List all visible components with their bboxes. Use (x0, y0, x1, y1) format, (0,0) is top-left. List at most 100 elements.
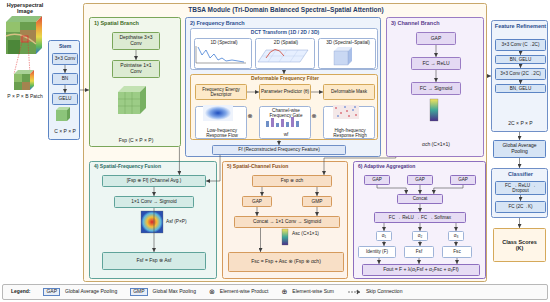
op-box: GAP (407, 175, 433, 185)
op-box: GAP (242, 196, 272, 207)
hyperspectral-cube (36, 16, 42, 54)
filter-step: Parameter Predictor (θ) (259, 84, 311, 100)
label-text: FC → ReLU → Dropout (497, 183, 544, 193)
text-slot: DCT Transform (1D / 2D / 3D) (191, 30, 379, 36)
connector (247, 92, 259, 93)
spatial-attention-map (141, 211, 163, 233)
text-slot: Deformable Frequency Filter (191, 76, 379, 82)
connector (206, 155, 220, 181)
label-text: ⊗ (209, 288, 215, 296)
layer-box: 3×3 Conv (2C→2C) (495, 68, 546, 80)
free-label: Hyperspectral Image (2, 2, 48, 14)
label-text: α₃ (454, 233, 459, 238)
label-text: BN, GELU (510, 86, 531, 91)
skip-arrow-sample (348, 290, 360, 294)
label-text: 3×3 Conv (C→2C) (502, 42, 540, 47)
connector (456, 223, 457, 231)
connector (65, 85, 66, 93)
frequency-gate-bars (266, 117, 299, 127)
label-text: [Fsp ⊕ Ff] (Channel Avg.) (127, 178, 182, 183)
label-text: 3D (Spectral–Spatial) (319, 40, 377, 45)
text-slot: wf (260, 132, 312, 137)
text-slot: Feature Refinement (492, 23, 549, 29)
label-text: FC → Sigmoid (420, 86, 453, 92)
label-text: GELU (58, 96, 71, 101)
text-slot: Stem (49, 44, 81, 50)
text-slot: C × P × P (49, 129, 81, 135)
stem-block: StemC × P × P3×3 ConvBNGELU (48, 40, 80, 140)
filter-step: Frequency Energy Descriptor (195, 84, 247, 100)
high-frequency-map (348, 115, 350, 117)
connector (520, 80, 521, 84)
text-slot: 3) Channel Branch (391, 20, 481, 26)
layer-box: BN, GELU (495, 55, 546, 64)
text-slot: High-frequency Response Fhigh (325, 128, 375, 138)
layer-box: FC → ReLU → Dropout (495, 181, 546, 195)
label-text: α₁ (382, 233, 386, 238)
patch-cube (30, 70, 34, 90)
spatial-feature-cube (118, 92, 140, 114)
label-text: ⊕ (281, 288, 287, 296)
low-frequency-map (205, 106, 231, 120)
label-text: Stem (49, 44, 81, 50)
channel-attention-vector (282, 229, 288, 245)
label-text: FC (2C→K) (509, 204, 533, 209)
label-text: TBSA Module (Tri-Domain Balanced Spectra… (84, 6, 488, 13)
label-text: GAP (415, 177, 425, 182)
connector (457, 258, 458, 264)
connector (279, 140, 280, 145)
label-text: 3×3 Conv (2C→2C) (500, 71, 540, 76)
frequency-gate-bars (281, 119, 284, 127)
hyperspectral-cube (6, 16, 42, 74)
text-slot: 1) Spatial Branch (94, 20, 178, 26)
label-text: Channel-wise Frequency Gate (261, 108, 311, 118)
conv-box: Pointwise 1×1 Conv (112, 60, 160, 78)
op-box: Fsp ⊗ αch (252, 175, 332, 187)
high-frequency-map (340, 112, 342, 114)
connector (284, 70, 285, 74)
op-box: Concat (397, 194, 443, 204)
label-text: C × P × P (49, 129, 81, 135)
label-text: αch (C×1×1) (387, 142, 485, 148)
label-text: High-frequency Response Fhigh (325, 128, 375, 138)
feature-box: Fsf (404, 246, 434, 258)
free-label: ⊗ (246, 113, 254, 120)
connector (317, 207, 318, 216)
pool-box: Global Average Pooling (493, 140, 546, 158)
branch-panel: 2) Frequency BranchDCT Transform (1D / 2… (185, 17, 381, 157)
connector (136, 50, 137, 60)
feature-box: Identity (F) (358, 246, 396, 258)
connector (257, 207, 258, 216)
label-text: 1×1 Conv → Sigmoid (131, 199, 176, 204)
connector (436, 70, 437, 82)
connector (419, 258, 420, 264)
label-text: ⊗ (310, 113, 318, 120)
label-text: Fout = F + λ(α₁Fsf + α₂Fsc + α₃Ff) (383, 267, 458, 273)
high-frequency-map (335, 107, 337, 109)
frequency-gate-bars (276, 123, 279, 127)
label-text: 1D (Spectral) (195, 40, 253, 45)
label-text: α₂ (418, 233, 423, 238)
text-slot: 2D (Spatial) (256, 40, 316, 45)
formula-box: Fout = F + λ(α₁Fsf + α₂Fsc + α₃Ff) (362, 264, 480, 276)
label-text: FC → ReLU (422, 61, 449, 67)
hyperspectral-cube (6, 16, 42, 22)
text-slot: 6) Adaptive Aggregation (358, 164, 483, 170)
connector (420, 185, 421, 194)
label-text: Concat → 1×1 Conv → Sigmoid (253, 219, 321, 224)
label-text: GAP (458, 177, 468, 182)
hyperspectral-cube (14, 42, 22, 74)
label-text: Legend: (11, 289, 30, 295)
label-text: 2) Frequency Branch (190, 20, 378, 26)
connector (420, 223, 421, 231)
aggregation-panel: 6) Adaptive AggregationGAPGAPGAPConcatFC… (353, 161, 486, 279)
skip-arrow-sample (347, 289, 361, 295)
text-slot: TBSA Module (Tri-Domain Balanced Spectra… (84, 6, 488, 13)
feature-box: Fsc (442, 246, 472, 258)
spatial-feature-cube (140, 86, 146, 114)
text-slot: αch (C×1×1) (387, 142, 485, 148)
label-text: GAP (431, 36, 442, 42)
label-text: Fsf (416, 249, 422, 254)
layer-box: 3×3 Conv (52, 53, 78, 65)
label-text: Feature Refinement (492, 23, 549, 29)
